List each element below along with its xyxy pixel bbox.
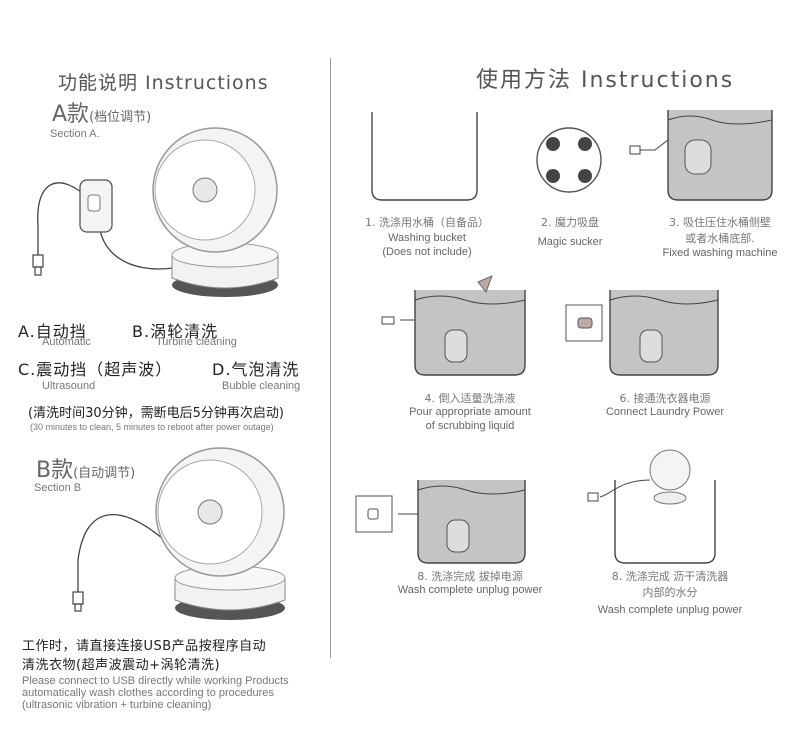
step4-zh: 4. 倒入适量洗涤液 [424, 392, 516, 405]
step3-zh1: 3. 吸住压住水桶侧壁 [669, 216, 771, 229]
right-title: 使用方法 Instructions [476, 68, 735, 93]
footer-en-line3: (ultrasonic vibration + turbine cleaning… [22, 699, 212, 711]
section-b-model: B款 [36, 458, 74, 483]
step6-en1: Connect Laundry Power [605, 406, 724, 418]
mode-c-label: C.震动挡（超声波） [18, 360, 173, 379]
step6-zh: 6. 接通洗衣器电源 [619, 392, 711, 405]
section-a-heading: A款(档位调节) [52, 96, 151, 128]
section-b-heading: B款(自动调节) [36, 452, 135, 484]
footer-zh-line1: 工作时，请直接连接USB产品按程序自动 [22, 639, 267, 654]
note-en: (30 minutes to clean, 5 minutes to reboo… [30, 422, 274, 432]
product-b-illustration [72, 447, 286, 620]
section-a-model: A款 [52, 102, 90, 127]
column-divider [330, 58, 331, 658]
step8b-zh2: 内部的水分 [642, 586, 698, 599]
footer-en-line1: Please connect to USB directly while wor… [22, 675, 289, 687]
step1-en1: Washing bucket [388, 232, 466, 244]
step3-en1: Fixed washing machine [662, 247, 778, 259]
step8a-zh: 8. 洗涤完成 拔掉电源 [417, 570, 523, 583]
mode-d-label: D.气泡清洗 [212, 360, 300, 379]
section-a-en: Section A. [50, 128, 100, 140]
section-b-sub: (自动调节) [73, 466, 136, 481]
section-a-sub: (档位调节) [89, 110, 152, 125]
step4-en1: Pour appropriate amount [409, 406, 531, 418]
step8b-zh1: 8. 洗涤完成 沥干清洗器 [611, 570, 729, 583]
step2-zh: 2. 魔力吸盘 [541, 216, 599, 229]
step3-zh2: 或者水桶底部. [685, 232, 755, 245]
mode-a-label: A.自动挡 [18, 322, 87, 341]
mode-b-label: B.涡轮清洗 [132, 322, 219, 341]
step1-en2: (Does not include) [382, 246, 472, 258]
mode-d-en: Bubble cleaning [222, 380, 301, 392]
step8a-en1: Wash complete unplug power [397, 584, 543, 596]
section-b-en: Section B [34, 482, 82, 494]
mode-b-en: Turbine cleaning [156, 336, 237, 348]
footer-en-line2: automatically wash clothes according to … [22, 687, 274, 699]
step8b-en1: Wash complete unplug power [597, 604, 743, 616]
note-zh: (清洗时间30分钟，需断电后5分钟再次启动) [28, 406, 284, 421]
product-a-illustration [32, 127, 279, 297]
step1-zh: 1. 洗涤用水桶（自备品） [365, 216, 489, 229]
step4-en2: of scrubbing liquid [425, 420, 515, 432]
mode-c-en: Ultrasound [42, 380, 96, 392]
mode-a-en: Automatic [42, 336, 91, 348]
left-title: 功能说明 Instructions [58, 72, 269, 94]
footer-zh-line2: 清洗衣物(超声波震动+涡轮清洗) [22, 658, 221, 673]
step2-en1: Magic sucker [537, 236, 603, 248]
